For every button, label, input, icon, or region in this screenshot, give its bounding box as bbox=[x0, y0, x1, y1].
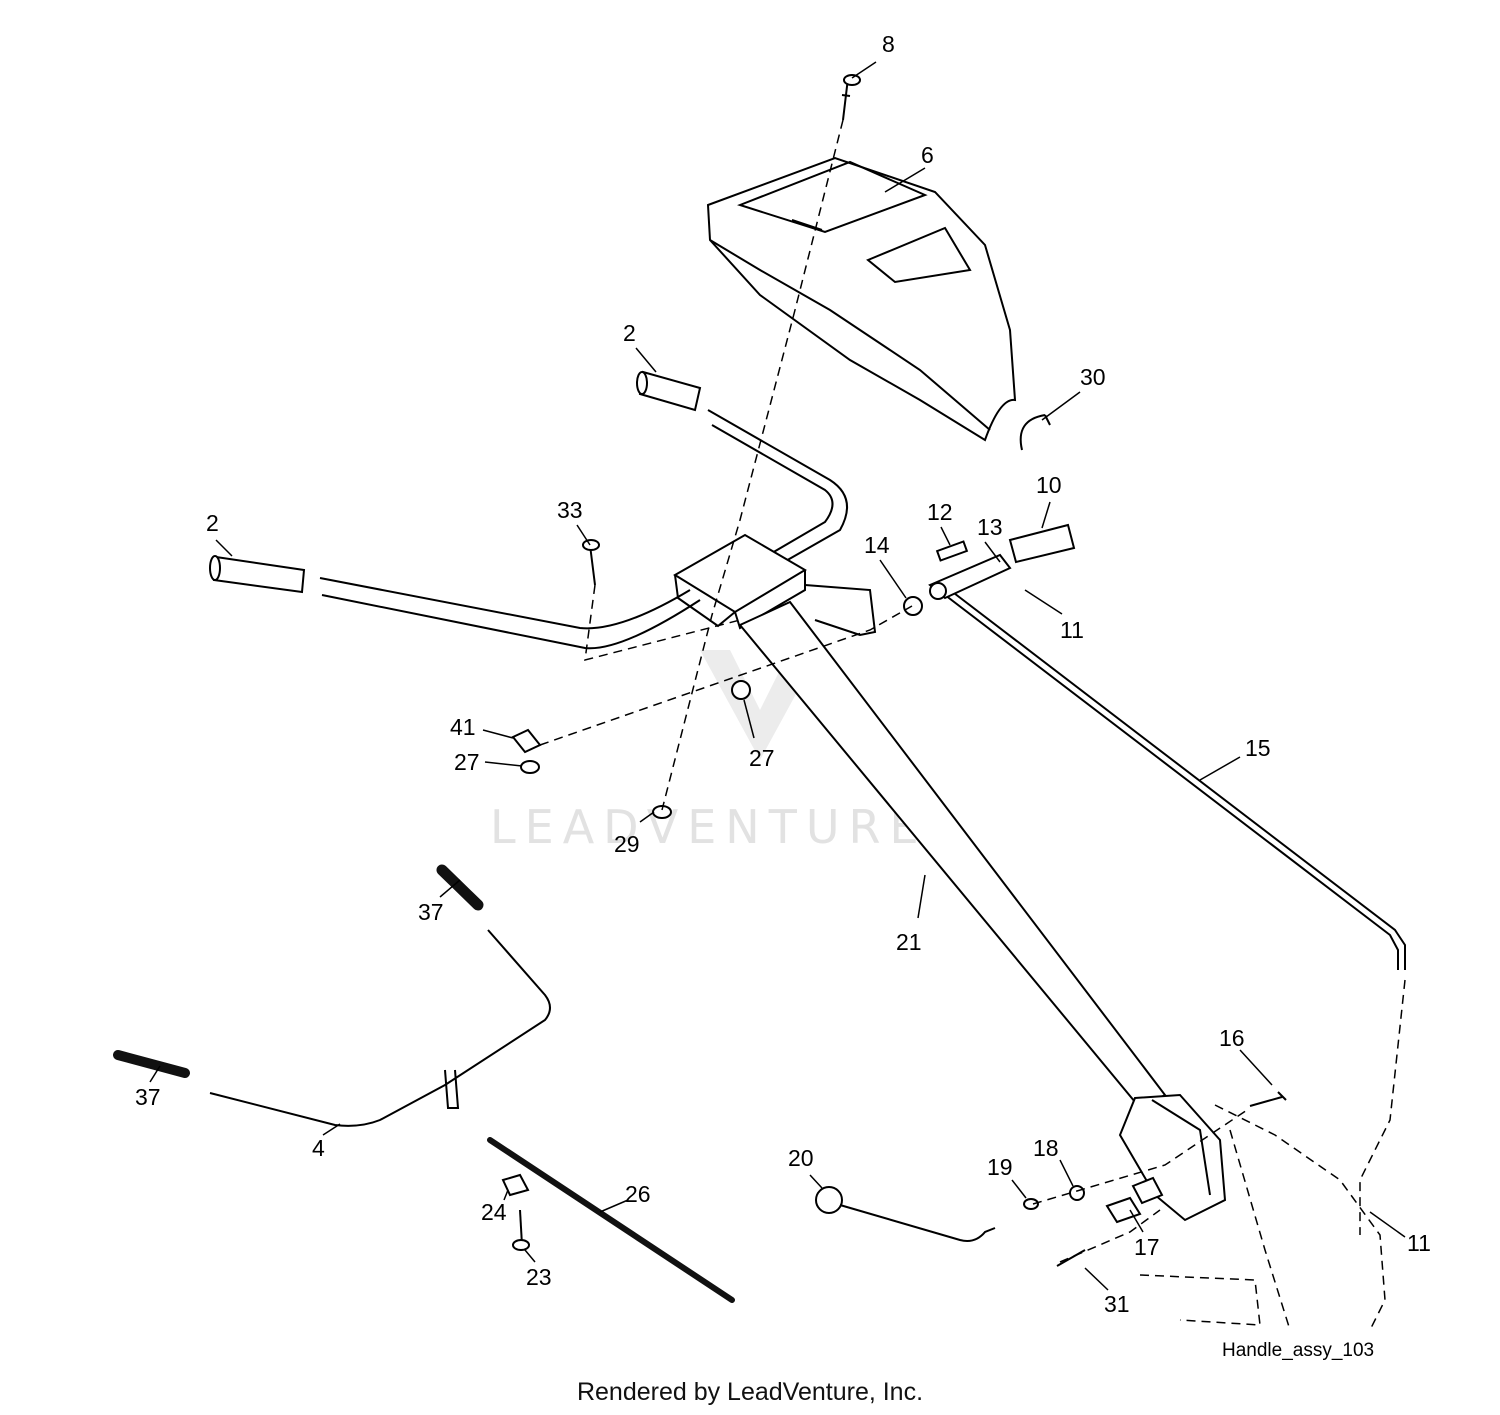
credit-line: Rendered by LeadVenture, Inc. bbox=[576, 1378, 924, 1406]
callout-10: 10 bbox=[1036, 472, 1062, 498]
callout-8: 8 bbox=[882, 31, 895, 57]
callout-30: 30 bbox=[1080, 364, 1106, 390]
part-clip-30 bbox=[1019, 414, 1051, 451]
callout-13: 13 bbox=[977, 514, 1003, 540]
part-lower-bail bbox=[113, 864, 735, 1303]
callout-24: 24 bbox=[481, 1199, 507, 1225]
callout-31: 31 bbox=[1104, 1291, 1130, 1317]
callout-37: 37 bbox=[135, 1084, 161, 1110]
drawing-id: Handle_assy_103 bbox=[1222, 1340, 1375, 1361]
callout-41: 41 bbox=[450, 714, 476, 740]
callout-33: 33 bbox=[557, 497, 583, 523]
callout-2: 2 bbox=[206, 510, 219, 536]
callouts: 8 6 2 30 10 2 33 12 13 14 11 41 27 27 15… bbox=[135, 31, 1431, 1317]
callout-15: 15 bbox=[1245, 735, 1271, 761]
watermark-text: LEADVENTURE bbox=[490, 800, 928, 854]
callout-18: 18 bbox=[1033, 1135, 1059, 1161]
part-console-cover bbox=[706, 156, 1017, 442]
part-frame-phantom bbox=[1139, 979, 1406, 1331]
callout-6: 6 bbox=[921, 142, 934, 168]
callout-23: 23 bbox=[526, 1264, 552, 1290]
callout-27: 27 bbox=[454, 749, 480, 775]
callout-26: 26 bbox=[625, 1181, 651, 1207]
part-shift-rod bbox=[944, 589, 1406, 970]
part-pivot-hardware bbox=[903, 523, 1076, 616]
part-handlebar bbox=[319, 409, 849, 650]
part-lever bbox=[815, 1186, 996, 1242]
callout-20: 20 bbox=[788, 1145, 814, 1171]
callout-17: 17 bbox=[1134, 1234, 1160, 1260]
callout-2: 2 bbox=[623, 320, 636, 346]
callout-29: 29 bbox=[614, 831, 640, 857]
callout-37: 37 bbox=[418, 899, 444, 925]
callout-12: 12 bbox=[927, 499, 953, 525]
callout-16: 16 bbox=[1219, 1025, 1245, 1051]
part-main-tube bbox=[738, 600, 1227, 1222]
part-grips bbox=[209, 370, 702, 594]
leader-lines bbox=[149, 61, 1406, 1291]
callout-27: 27 bbox=[749, 745, 775, 771]
assembly-lines bbox=[539, 119, 1251, 1263]
callout-14: 14 bbox=[864, 532, 890, 558]
callout-4: 4 bbox=[312, 1135, 325, 1161]
callout-19: 19 bbox=[987, 1154, 1013, 1180]
callout-11: 11 bbox=[1060, 617, 1084, 643]
callout-11: 11 bbox=[1407, 1230, 1431, 1256]
callout-21: 21 bbox=[896, 929, 922, 955]
